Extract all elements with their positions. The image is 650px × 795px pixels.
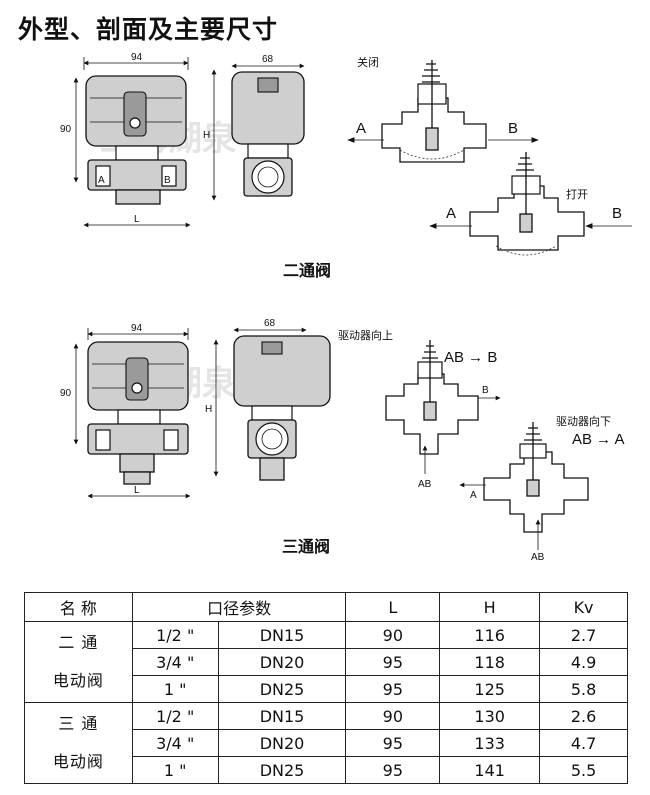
down-port-ab: AB: [531, 552, 545, 563]
spec-table: 名 称 口径参数 L H Kv 二 通 电动阀 1/2 " DN15 90 11…: [24, 592, 628, 784]
group-name-cell: 三 通 电动阀: [24, 702, 133, 784]
cell-l: 95: [345, 648, 441, 676]
two-way-front-view: 94 90 A B L: [60, 52, 191, 228]
cell-inch: 3/4 ": [131, 729, 219, 757]
technical-drawing: 上海湖泉 上海湖泉 94 90 A B L 68 H: [60, 52, 632, 563]
cell-dn: DN20: [217, 729, 347, 757]
cell-l: 90: [345, 621, 441, 649]
two-way-title: 二通阀: [283, 261, 331, 280]
cell-dn: DN25: [217, 675, 347, 703]
three-way-front-view: 94 90 AB L: [60, 323, 191, 499]
two-way-closed-section: 关闭 A B: [347, 55, 539, 163]
cell-h: 118: [439, 648, 541, 676]
port-b-label: B: [164, 175, 171, 186]
header-size: 口径参数: [131, 592, 347, 622]
cell-inch: 1/2 ": [131, 621, 219, 649]
closed-port-a: A: [356, 120, 366, 137]
cell-dn: DN25: [217, 756, 347, 784]
header-name: 名 称: [24, 592, 133, 622]
cell-kv: 5.5: [539, 756, 628, 784]
three-way-side-view: 68 H: [205, 318, 331, 481]
group-name-line1: 三 通: [58, 714, 99, 733]
open-port-b: B: [612, 205, 622, 222]
cell-inch: 1/2 ": [131, 702, 219, 730]
table-header-row: 名 称 口径参数 L H Kv: [24, 592, 628, 622]
cell-h: 130: [439, 702, 541, 730]
dim-depth-label: 68: [264, 318, 276, 329]
cell-l: 95: [345, 675, 441, 703]
dim-h-label: H: [205, 404, 212, 415]
dim-depth-label: 68: [262, 54, 274, 65]
cell-dn: DN15: [217, 621, 347, 649]
cell-l: 90: [345, 702, 441, 730]
two-way-open-section: 打开 A B: [429, 152, 632, 256]
dim-width-label: 94: [131, 52, 143, 63]
three-way-up-section: 驱动器向上 AB → B B AB: [338, 328, 501, 490]
dim-width-label: 94: [131, 323, 143, 334]
header-kv: Kv: [539, 592, 628, 622]
actuator-up-label: 驱动器向上: [338, 328, 393, 342]
port-a-label: A: [98, 175, 105, 186]
state-open-label: 打开: [566, 187, 588, 201]
three-way-title: 三通阀: [282, 537, 330, 556]
cell-dn: DN20: [217, 648, 347, 676]
group-name-line1: 二 通: [58, 633, 99, 652]
state-closed-label: 关闭: [357, 55, 379, 69]
cell-kv: 4.9: [539, 648, 628, 676]
up-port-b: B: [482, 385, 489, 396]
cell-dn: DN15: [217, 702, 347, 730]
cell-h: 125: [439, 675, 541, 703]
three-way-down-section: 驱动器向下 AB → A A AB: [459, 414, 625, 563]
dim-h-label: H: [203, 130, 210, 141]
cell-inch: 3/4 ": [131, 648, 219, 676]
cell-h: 141: [439, 756, 541, 784]
cell-h: 133: [439, 729, 541, 757]
table-row: 三 通 电动阀 1/2 " DN15 90 130 2.6: [24, 702, 628, 784]
table-row: 二 通 电动阀 1/2 " DN15 90 116 2.7: [24, 621, 628, 703]
cell-inch: 1 ": [131, 756, 219, 784]
two-way-side-view: 68 H: [203, 54, 305, 201]
up-port-ab: AB: [418, 479, 432, 490]
group-name-line2: 电动阀: [52, 752, 104, 771]
dim-height-label: 90: [60, 388, 72, 399]
cell-h: 116: [439, 621, 541, 649]
down-port-a: A: [470, 490, 477, 501]
table-row: 1 " DN25 95 141 5.5: [25, 756, 628, 784]
table-row: 1 " DN25 95 125 5.8: [25, 675, 628, 703]
cell-l: 95: [345, 729, 441, 757]
cell-kv: 2.7: [539, 621, 628, 649]
dim-l-label: L: [134, 214, 140, 225]
open-port-a: A: [446, 205, 456, 222]
group-name-cell: 二 通 电动阀: [24, 621, 133, 703]
cell-kv: 5.8: [539, 675, 628, 703]
header-h: H: [439, 592, 541, 622]
cell-kv: 2.6: [539, 702, 628, 730]
group-name-line2: 电动阀: [52, 671, 104, 690]
dim-l-label: L: [134, 485, 140, 496]
cell-inch: 1 ": [131, 675, 219, 703]
flow-down-label: AB → A: [572, 431, 625, 448]
table-row: 3/4 " DN20 95 133 4.7: [25, 729, 628, 757]
cell-kv: 4.7: [539, 729, 628, 757]
actuator-down-label: 驱动器向下: [556, 414, 611, 428]
closed-port-b: B: [508, 120, 518, 137]
page-title: 外型、剖面及主要尺寸: [18, 15, 279, 44]
cell-l: 95: [345, 756, 441, 784]
dim-height-label: 90: [60, 124, 72, 135]
flow-up-label: AB → B: [444, 349, 497, 366]
header-l: L: [345, 592, 441, 622]
